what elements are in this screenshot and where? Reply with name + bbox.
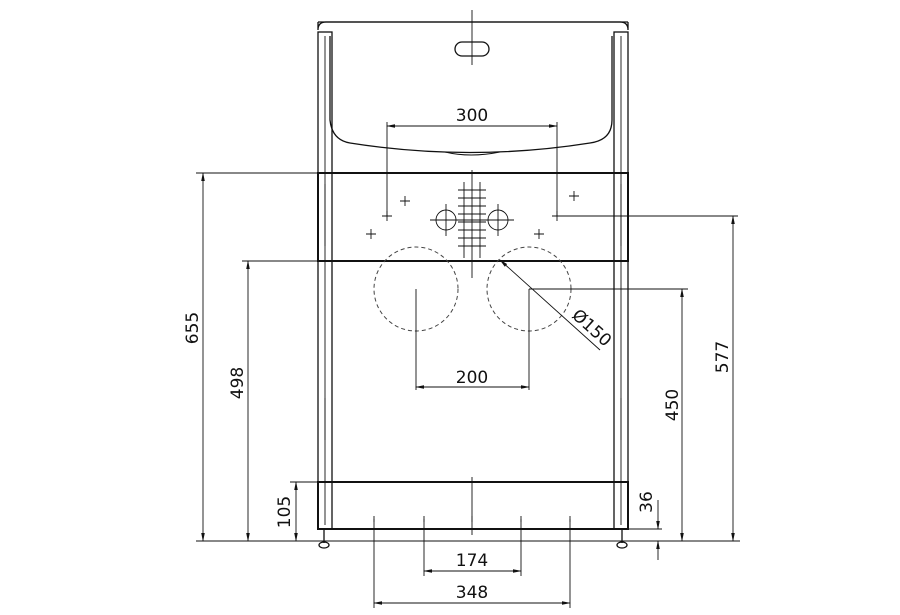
dim-300: 300 <box>386 106 558 216</box>
washbasin <box>317 10 629 156</box>
dim-348: 348 <box>373 519 571 608</box>
dim-655: 655 <box>183 172 318 542</box>
dim-450-label: 450 <box>663 389 683 421</box>
left-foot <box>318 529 330 549</box>
plate-holes <box>366 170 579 278</box>
dim-36: 36 <box>628 491 662 560</box>
dim-105-label: 105 <box>275 496 295 528</box>
dim-200: 200 <box>415 368 530 389</box>
dim-174: 174 <box>423 519 522 576</box>
dim-348-label: 348 <box>456 583 488 603</box>
frame <box>317 31 629 549</box>
dim-105: 105 <box>275 481 318 542</box>
dim-36-label: 36 <box>637 491 657 513</box>
dim-450: 450 <box>529 288 688 542</box>
dim-655-label: 655 <box>183 312 203 344</box>
dim-diameter-label: Ø150 <box>568 306 615 352</box>
dim-577-label: 577 <box>713 341 733 373</box>
dim-174-label: 174 <box>456 551 488 571</box>
lower-rail <box>317 481 629 530</box>
rail-holes <box>373 516 571 522</box>
dim-498: 498 <box>228 260 318 542</box>
dim-300-label: 300 <box>456 106 488 126</box>
dim-200-label: 200 <box>456 368 488 388</box>
dim-diameter: Ø150 <box>499 259 615 352</box>
dim-577: 577 <box>557 215 738 542</box>
mounting-plate <box>317 172 629 262</box>
dim-498-label: 498 <box>228 367 248 399</box>
right-foot <box>616 529 628 549</box>
